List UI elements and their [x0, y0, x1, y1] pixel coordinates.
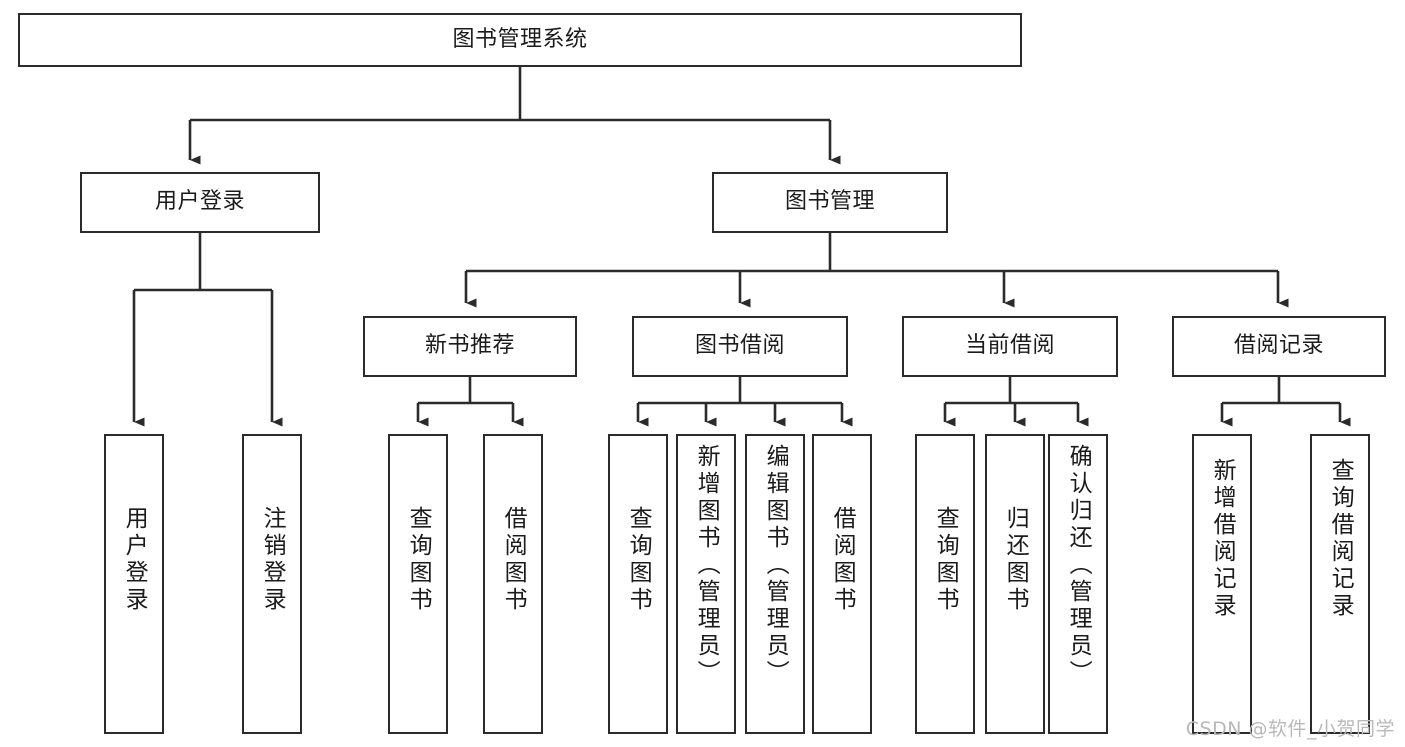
node-leaf-borrow-book-1-label: 借阅图书	[500, 506, 527, 614]
connector-bookborrow-to-leaves	[636, 377, 853, 427]
node-leaf-borrow-book-2-label: 借阅图书	[829, 506, 856, 614]
node-new-book-recommend-label: 新书推荐	[424, 333, 515, 359]
node-leaf-borrow-book-1[interactable]: 借阅图书	[483, 434, 543, 734]
node-leaf-return-book-label: 归还图书	[1002, 506, 1029, 614]
node-leaf-query-book-1[interactable]: 查询图书	[388, 434, 448, 734]
node-leaf-add-book-label: 新增图书（管理员）	[693, 444, 720, 687]
connector-root-to-level2	[188, 67, 841, 165]
node-leaf-user-login[interactable]: 用户登录	[104, 434, 164, 734]
node-current-borrow-label: 当前借阅	[964, 333, 1055, 359]
node-leaf-borrow-book-2[interactable]: 借阅图书	[812, 434, 872, 734]
node-leaf-query-book-2[interactable]: 查询图书	[608, 434, 668, 734]
connector-userlogin-to-leaves	[132, 233, 283, 427]
node-leaf-query-book-3[interactable]: 查询图书	[915, 434, 975, 734]
node-root-label: 图书管理系统	[452, 26, 588, 52]
node-leaf-query-record-label: 查询借阅记录	[1327, 458, 1354, 620]
node-user-login[interactable]: 用户登录	[80, 172, 320, 233]
node-leaf-confirm-return[interactable]: 确认归还（管理员）	[1048, 434, 1108, 734]
connector-newbook-to-leaves	[416, 377, 524, 427]
node-leaf-edit-book-label: 编辑图书（管理员）	[762, 444, 789, 687]
node-leaf-add-book[interactable]: 新增图书（管理员）	[676, 434, 736, 734]
node-leaf-add-record[interactable]: 新增借阅记录	[1192, 434, 1252, 734]
node-borrow-record-label: 借阅记录	[1233, 333, 1324, 359]
node-leaf-query-record[interactable]: 查询借阅记录	[1310, 434, 1370, 734]
node-book-manage[interactable]: 图书管理	[712, 172, 948, 233]
node-book-manage-label: 图书管理	[784, 189, 875, 215]
node-leaf-user-login-label: 用户登录	[121, 506, 148, 614]
node-new-book-recommend[interactable]: 新书推荐	[363, 316, 577, 377]
node-leaf-query-book-3-label: 查询图书	[932, 506, 959, 614]
node-leaf-query-book-1-label: 查询图书	[405, 506, 432, 614]
node-leaf-query-book-2-label: 查询图书	[625, 506, 652, 614]
connector-currentborrow-to-leaves	[943, 377, 1089, 427]
node-leaf-return-book[interactable]: 归还图书	[985, 434, 1045, 734]
node-leaf-confirm-return-label: 确认归还（管理员）	[1065, 444, 1092, 687]
connector-borrowrecord-to-leaves	[1220, 377, 1351, 427]
node-leaf-edit-book[interactable]: 编辑图书（管理员）	[745, 434, 805, 734]
node-leaf-add-record-label: 新增借阅记录	[1209, 458, 1236, 620]
node-book-borrow[interactable]: 图书借阅	[632, 316, 848, 377]
node-leaf-logout-login[interactable]: 注销登录	[242, 434, 302, 734]
connector-bookmanage-to-level3	[464, 233, 1289, 308]
node-book-borrow-label: 图书借阅	[694, 333, 785, 359]
node-root[interactable]: 图书管理系统	[18, 13, 1022, 67]
node-leaf-logout-login-label: 注销登录	[259, 506, 286, 614]
node-current-borrow[interactable]: 当前借阅	[902, 316, 1118, 377]
node-borrow-record[interactable]: 借阅记录	[1172, 316, 1386, 377]
node-user-login-label: 用户登录	[154, 189, 245, 215]
